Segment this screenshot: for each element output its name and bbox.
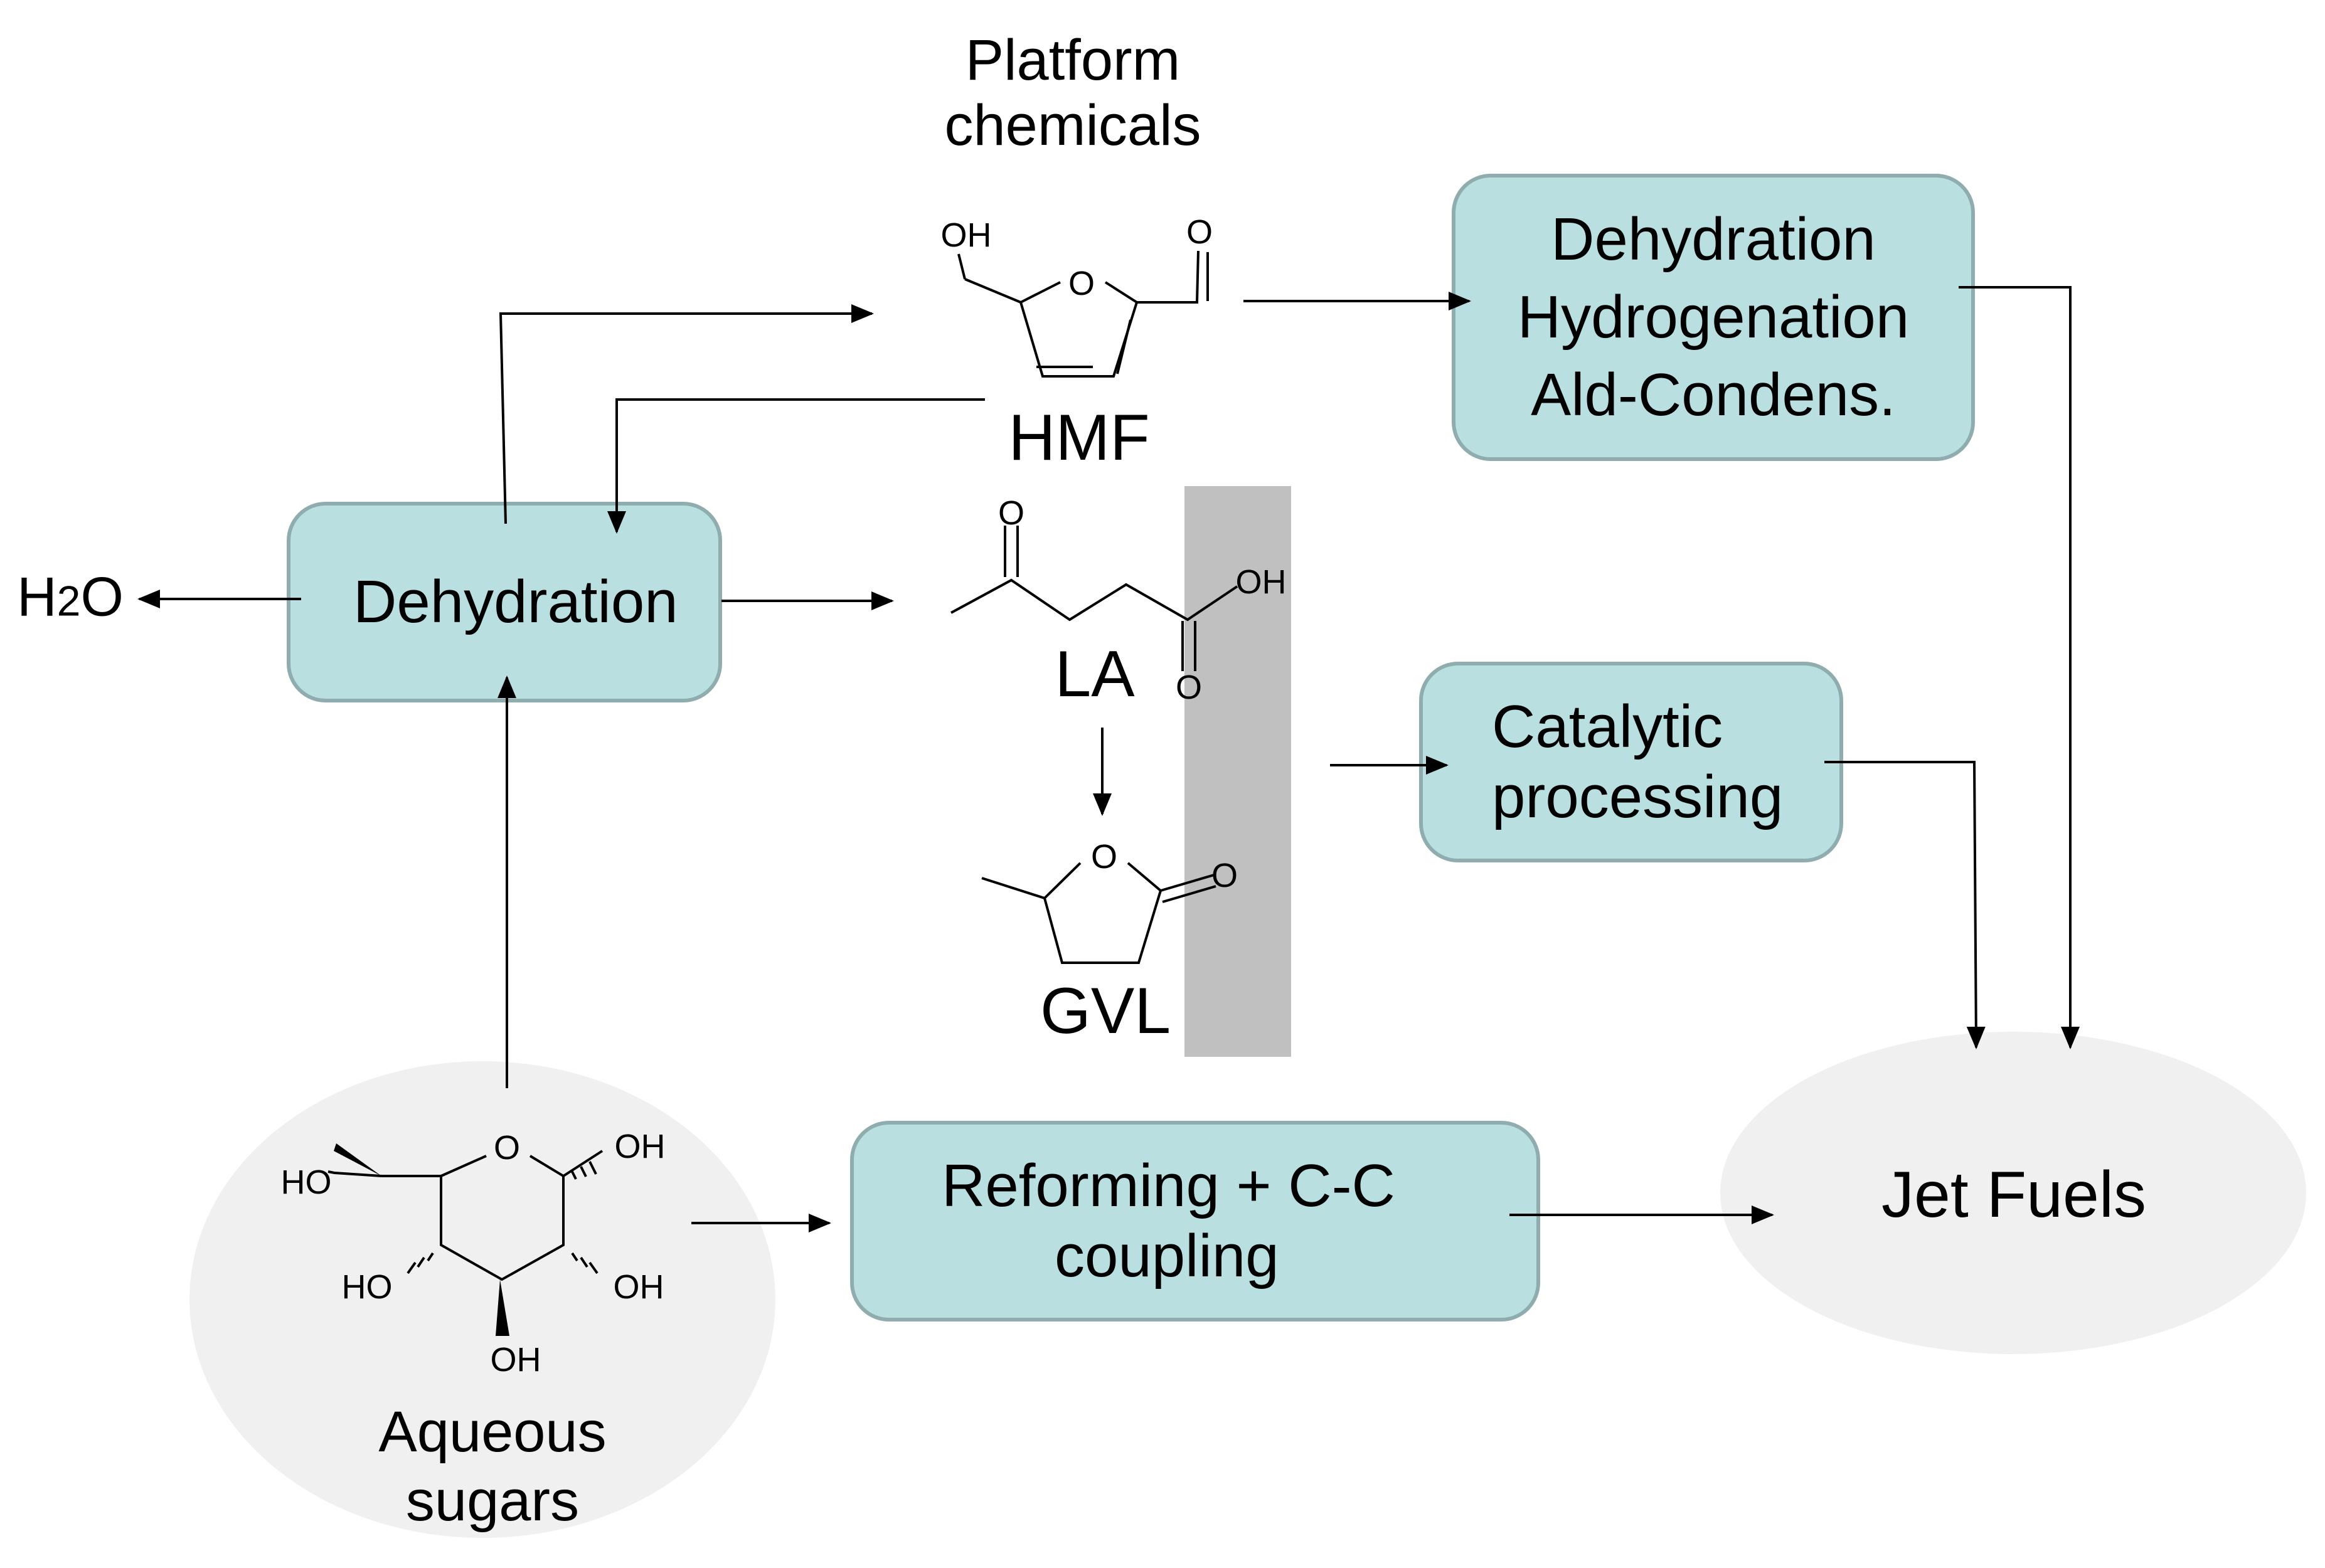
arrow-dhac-to-jet xyxy=(1959,286,2080,1049)
glucose-ring-o-atom: O xyxy=(493,1129,521,1167)
hmf-label: HMF xyxy=(1008,401,1150,474)
separator-bar xyxy=(1184,486,1291,1057)
water-subscript: 2 xyxy=(56,577,81,625)
glucose-structure xyxy=(327,1150,604,1281)
glucose-oh-2: OH xyxy=(613,1268,664,1306)
glucose-ho-4: HO xyxy=(341,1268,393,1306)
platform-chemicals-label: Platform chemicals xyxy=(944,28,1201,158)
catalytic-line-1: Catalytic xyxy=(1492,693,1723,760)
dehydration-box: Dehydration xyxy=(287,502,722,702)
arrow-hmf-to-dehydration xyxy=(607,398,985,534)
dhac-line-2: Hydrogenation xyxy=(1517,283,1910,351)
aqueous-sugars-line-1: Aqueous xyxy=(378,1400,607,1464)
water-h: H xyxy=(17,565,57,628)
hmf-structure xyxy=(957,250,1209,378)
catalytic-line-2: processing xyxy=(1492,763,1784,830)
arrow-dehydration-to-hmf xyxy=(499,304,874,524)
la-acid-o-atom: O xyxy=(1175,669,1203,706)
platform-chemicals-line-2: chemicals xyxy=(944,93,1201,157)
gvl-label: GVL xyxy=(1040,975,1171,1047)
hmf-aldehyde-o-atom: O xyxy=(1186,213,1213,251)
aqueous-sugars-line-2: sugars xyxy=(405,1469,580,1533)
la-label: LA xyxy=(1055,638,1135,711)
dehydration-hydrogenation-box: Dehydration Hydrogenation Ald-Condens. xyxy=(1452,174,1975,461)
aqueous-sugars-node xyxy=(189,1061,775,1538)
gvl-carbonyl-o-atom: O xyxy=(1211,857,1238,894)
hmf-oh-atom: OH xyxy=(940,216,992,254)
reforming-line-2: coupling xyxy=(1055,1222,1279,1290)
platform-chemicals-line-1: Platform xyxy=(965,28,1181,92)
dhac-line-3: Ald-Condens. xyxy=(1531,361,1896,428)
la-structure xyxy=(950,526,1238,671)
jet-fuels-node xyxy=(1720,1032,2306,1354)
gvl-ring-o-atom: O xyxy=(1090,838,1118,876)
catalytic-processing-box: Catalytic processing xyxy=(1419,662,1843,862)
glucose-ho-6: HO xyxy=(280,1163,332,1201)
dehydration-box-label: Dehydration xyxy=(353,568,678,635)
hmf-ring-o-atom: O xyxy=(1068,265,1095,302)
aqueous-sugars-label: Aqueous sugars xyxy=(378,1397,606,1535)
reforming-box: Reforming + C-C coupling xyxy=(850,1121,1540,1322)
dhac-line-1: Dehydration xyxy=(1551,206,1876,273)
la-oh-atom: OH xyxy=(1235,563,1287,601)
glucose-oh-3: OH xyxy=(490,1341,541,1379)
gvl-structure xyxy=(981,862,1216,964)
jet-fuels-label: Jet Fuels xyxy=(1881,1158,2146,1231)
arrow-catalytic-to-jet xyxy=(1824,761,1986,1049)
glucose-hashes xyxy=(407,1161,599,1274)
la-keto-o-atom: O xyxy=(998,494,1025,532)
water-o: O xyxy=(80,565,124,628)
glucose-wedges xyxy=(334,1143,509,1336)
reforming-line-1: Reforming + C-C xyxy=(942,1152,1395,1219)
glucose-oh-1: OH xyxy=(614,1128,666,1165)
water-label: H2O xyxy=(17,563,124,636)
